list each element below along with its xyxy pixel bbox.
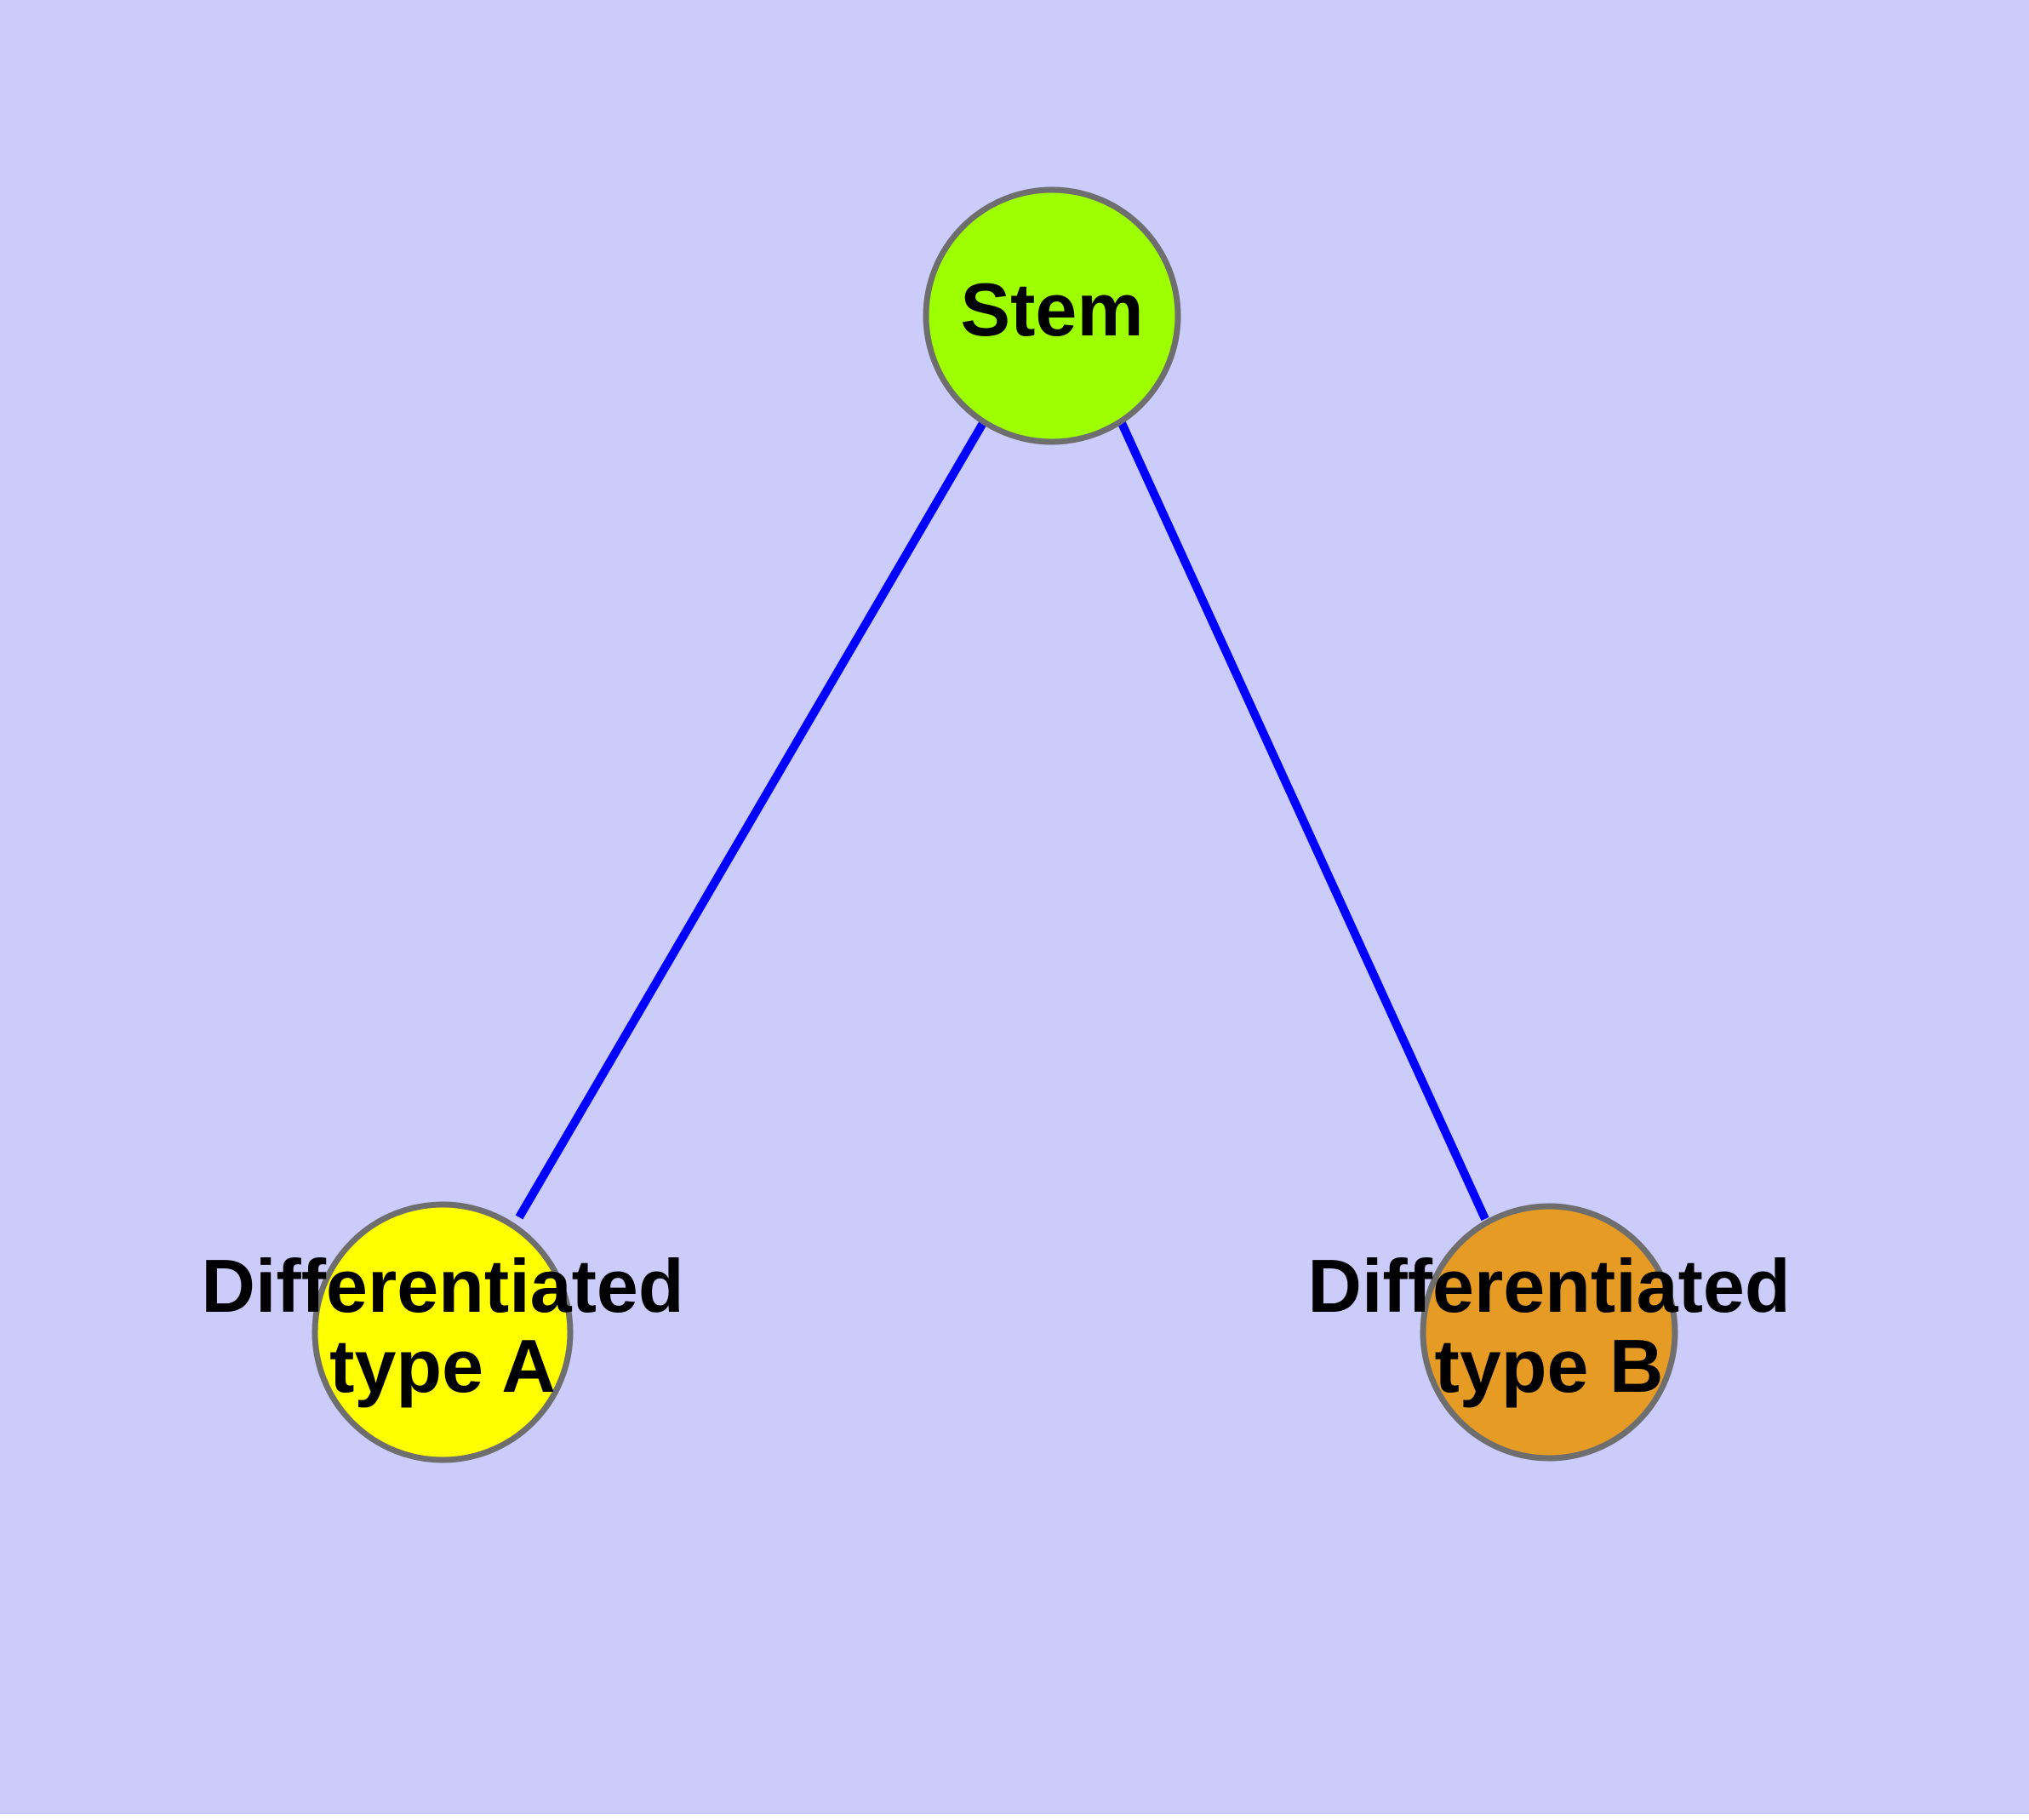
- graph-edge-stem-diff_b[interactable]: [1117, 421, 1489, 1222]
- nodes-layer: [311, 186, 1678, 1463]
- label-line: Differentiated: [201, 1244, 683, 1328]
- edges-layer: [515, 421, 1489, 1222]
- graph-edge-stem-diff_a[interactable]: [515, 421, 987, 1220]
- graph-node-diff_a[interactable]: [311, 1201, 574, 1463]
- label-line: type A: [329, 1324, 556, 1408]
- graph-node-label-stem: Stem: [960, 267, 1143, 352]
- label-line: Differentiated: [1307, 1244, 1790, 1328]
- graph-node-stem[interactable]: [923, 186, 1181, 445]
- label-line: type B: [1435, 1324, 1664, 1408]
- graph-node-diff_b[interactable]: [1420, 1203, 1678, 1462]
- label-line: Stem: [960, 267, 1143, 352]
